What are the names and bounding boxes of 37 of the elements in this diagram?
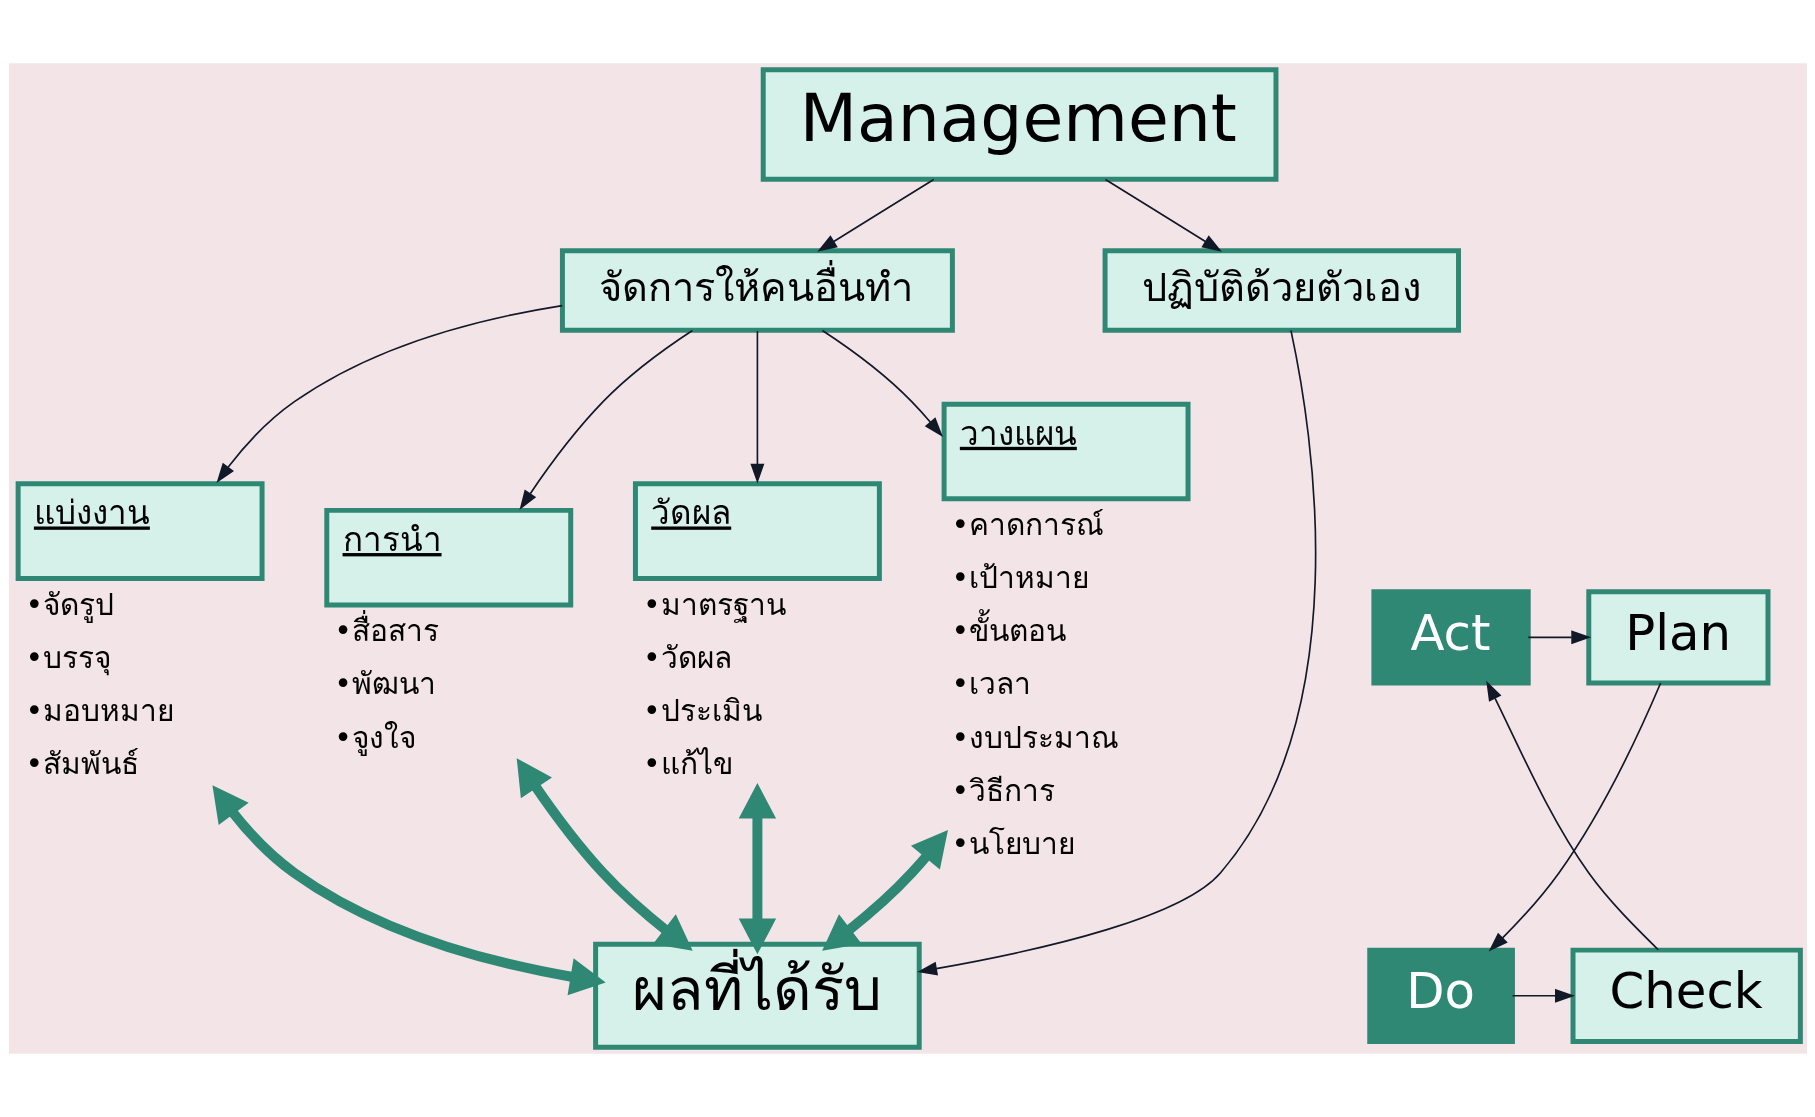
- arrow: [916, 329, 1316, 976]
- arrow: [1104, 178, 1222, 252]
- arrow: [211, 785, 606, 996]
- node-label: •ประเมิน: [642, 692, 762, 728]
- node-label: •มอบหมาย: [25, 692, 174, 728]
- node-label: •แก้ไข: [642, 746, 733, 782]
- arrow: [821, 830, 948, 951]
- arrow: [1527, 630, 1591, 645]
- node-label: •มาตรฐาน: [642, 586, 786, 622]
- node-label: •พัฒนา: [333, 666, 436, 702]
- node-label: •จูงใจ: [333, 719, 416, 755]
- node-label: •บรรจุ: [25, 639, 111, 675]
- node-label: •เป้าหมาย: [951, 560, 1089, 596]
- node-label: •คาดการณ์: [951, 507, 1104, 543]
- node-box: ผลที่ได้รับ: [592, 941, 922, 1050]
- node-box: Check: [1570, 947, 1803, 1044]
- node-box: Act: [1370, 589, 1531, 686]
- node-label: •จัดรูป: [25, 586, 114, 622]
- node-label: •วิธีการ: [951, 772, 1055, 808]
- node-box: Management: [760, 67, 1278, 182]
- arrow: [821, 329, 943, 438]
- node-label: •นโยบาย: [951, 825, 1075, 861]
- node-box: Do: [1366, 947, 1515, 1044]
- arrow: [216, 304, 563, 483]
- node-label: •งบประมาณ: [951, 719, 1119, 755]
- node-label: •สัมพันธ์: [25, 746, 139, 782]
- node-box: ปฏิบัติด้วยตัวเอง: [1102, 248, 1461, 333]
- node-label: •วัดผล: [642, 639, 732, 675]
- arrow: [1511, 988, 1575, 1003]
- arrow: [816, 178, 935, 252]
- node-box: Plan: [1585, 589, 1770, 686]
- arrow: [516, 758, 693, 951]
- arrow: [738, 783, 776, 955]
- arrow: [749, 330, 764, 484]
- arrow: [519, 329, 693, 510]
- node-label: •เวลา: [951, 666, 1031, 702]
- node-box: จัดการให้คนอื่นทำ: [559, 248, 955, 333]
